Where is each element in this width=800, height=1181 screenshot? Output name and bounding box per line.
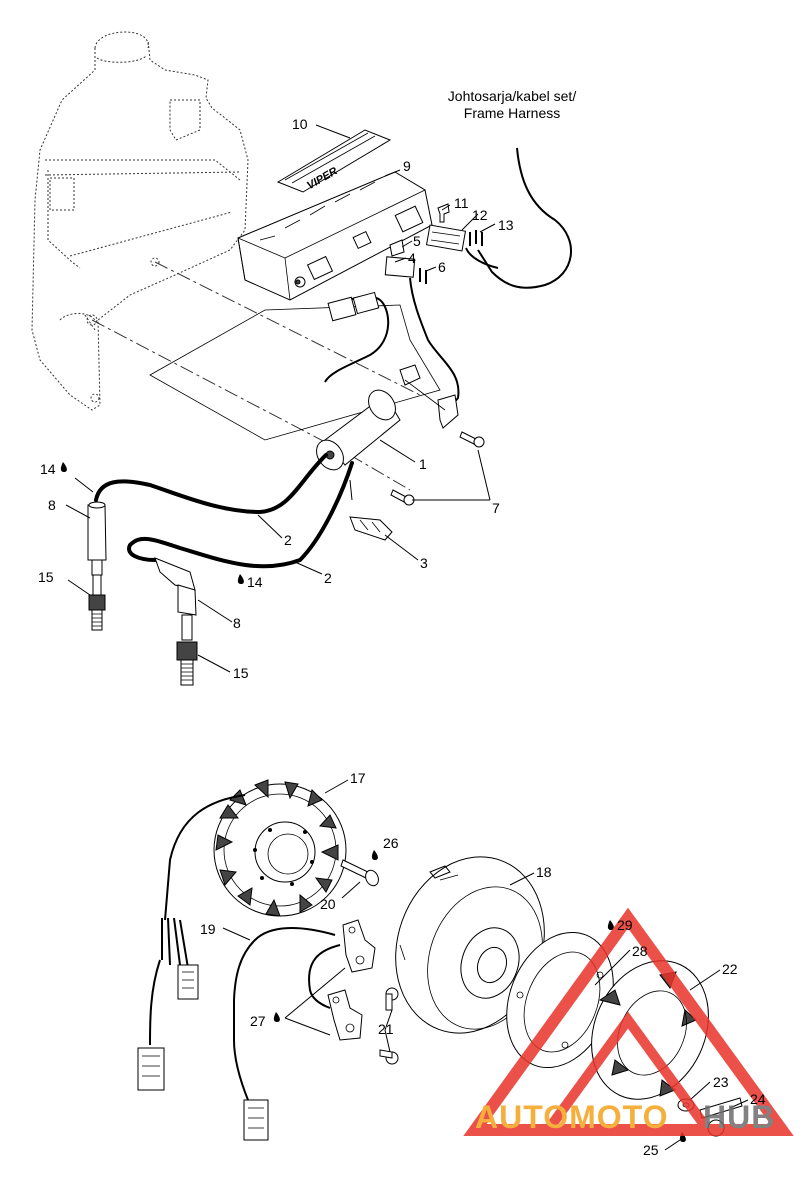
connector-12 <box>425 224 467 252</box>
callout-13: 13 <box>498 217 514 233</box>
spark-plug-cap-b <box>154 557 197 616</box>
centerline <box>349 454 411 491</box>
callout-28: 28 <box>632 943 648 959</box>
callout-25: 25 <box>643 1142 659 1158</box>
spark-plug-cap-a <box>87 501 107 576</box>
screw-21b <box>379 1049 399 1065</box>
grease-drop-icon <box>237 574 244 584</box>
callout-15b: 15 <box>233 665 249 681</box>
frame-harness-wire <box>477 147 572 289</box>
callout-12: 12 <box>472 207 488 223</box>
spark-plug-a <box>88 574 106 631</box>
clip-11 <box>437 203 450 223</box>
callout-8a: 8 <box>48 497 56 513</box>
callout-18: 18 <box>536 864 552 880</box>
grease-drop-icon <box>371 850 378 860</box>
callout-10: 10 <box>292 116 308 132</box>
stator-wire <box>149 959 161 1046</box>
callout-21: 21 <box>378 1021 394 1037</box>
stator-connector-a <box>177 964 199 1000</box>
trigger-sensor-a <box>342 919 376 973</box>
hv-cable-lower <box>127 461 354 569</box>
mounting-plate <box>149 304 441 441</box>
callout-labels: 10 9 11 12 13 5 4 6 1 7 2 2 3 14 14 8 8 … <box>38 116 766 1158</box>
arrow-line <box>349 479 353 501</box>
callout-9: 9 <box>403 158 411 174</box>
harness-note-line2: Frame Harness <box>464 105 560 121</box>
coil-harness-wire <box>409 277 460 406</box>
callout-4: 4 <box>408 250 416 266</box>
callout-7: 7 <box>492 500 500 516</box>
stator <box>213 779 347 917</box>
sensor-harness <box>233 927 336 1101</box>
connector-4 <box>384 256 416 278</box>
terminal-5 <box>389 239 405 257</box>
watermark-text-hub: HUB <box>703 1099 775 1135</box>
callout-23: 23 <box>713 1074 729 1090</box>
callout-15a: 15 <box>38 569 54 585</box>
stator-connector-b <box>137 1047 165 1091</box>
harness-branch <box>465 247 499 269</box>
callout-1: 1 <box>419 456 427 472</box>
callout-22: 22 <box>722 961 738 977</box>
callout-19: 19 <box>200 921 216 937</box>
pins-13 <box>469 230 483 246</box>
bolt-7b <box>390 489 415 506</box>
callout-2b: 2 <box>324 570 332 586</box>
leader-lines-lower <box>222 779 749 1151</box>
screw-21a <box>385 987 399 1011</box>
trigger-sensor-b <box>327 989 363 1041</box>
callout-6: 6 <box>438 259 446 275</box>
callout-29: 29 <box>617 917 633 933</box>
watermark-logo: AUTOMOTO HUB <box>463 907 794 1136</box>
clip-3 <box>349 516 393 541</box>
hv-cable-upper <box>94 453 328 515</box>
ignition-coil <box>316 364 459 471</box>
ecu-module <box>237 171 433 301</box>
grease-drop-icon <box>607 920 614 930</box>
bolt-7a <box>459 431 485 448</box>
pins-6 <box>419 268 427 284</box>
leader-lines-upper <box>65 124 496 673</box>
callout-14a: 14 <box>40 461 56 477</box>
oil-tank <box>31 31 249 411</box>
grease-drop-icon <box>60 462 67 472</box>
callout-17: 17 <box>350 770 366 786</box>
callout-20: 20 <box>320 896 336 912</box>
sensor-harness-branch <box>308 944 341 1009</box>
callout-26: 26 <box>383 835 399 851</box>
flywheel <box>395 856 545 1034</box>
sensor-connector <box>327 291 380 322</box>
callout-27: 27 <box>250 1013 266 1029</box>
callout-5: 5 <box>413 233 421 249</box>
callout-14b: 14 <box>247 574 263 590</box>
grease-drop-icon <box>273 1012 280 1022</box>
callout-2a: 2 <box>284 532 292 548</box>
screw-20 <box>340 859 379 887</box>
callout-11: 11 <box>454 195 469 211</box>
callout-24: 24 <box>750 1091 766 1107</box>
callout-8b: 8 <box>233 615 241 631</box>
watermark-text-automoto: AUTOMOTO <box>475 1099 668 1135</box>
stator-wires <box>161 917 189 969</box>
spark-plug-b <box>176 614 198 686</box>
callout-3: 3 <box>420 555 428 571</box>
harness-note-line1: Johtosarja/kabel set/ <box>448 88 577 104</box>
sensor-connector-c <box>243 1099 269 1141</box>
stator-cable <box>164 794 246 921</box>
centerline <box>91 319 351 456</box>
